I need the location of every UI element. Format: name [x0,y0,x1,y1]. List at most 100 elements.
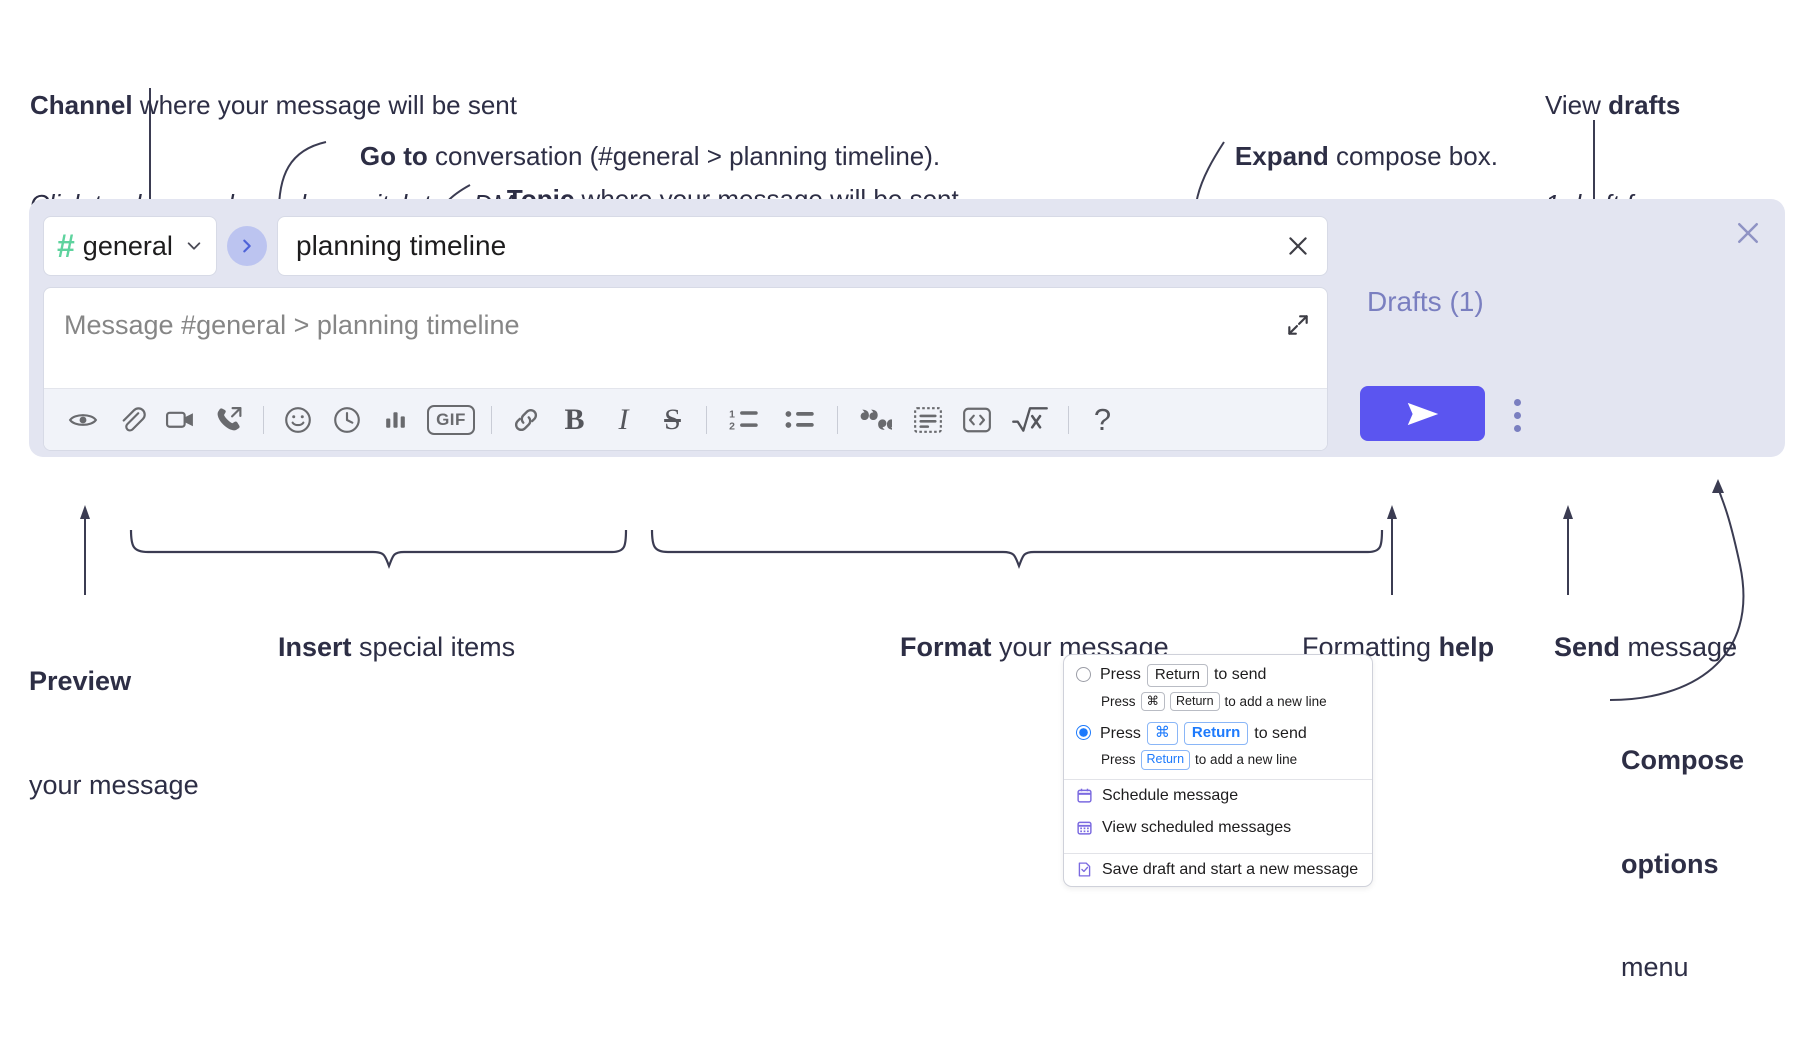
menu-item-schedule-message-label: Schedule message [1102,786,1239,804]
compose-widget: # general planning timeline M [29,199,1785,457]
message-input-box[interactable]: Message #general > planning timeline [43,287,1328,451]
send-button[interactable] [1360,386,1485,441]
link-icon[interactable] [501,395,550,444]
annotation-preview-rest: your message [29,769,199,800]
code-icon[interactable] [952,395,1001,444]
bold-icon[interactable]: B [550,395,599,444]
label-press: Press [1101,694,1136,710]
annotation-insert-rest: special items [351,631,516,662]
close-icon[interactable] [1285,233,1311,259]
compose-options-menu: Press Return to send Press ⌘ Return to a… [1063,654,1373,887]
emoji-icon[interactable] [273,395,322,444]
bold-label: B [564,402,585,436]
kebab-dot-2 [1513,411,1521,419]
send-option-return-line1: Press Return to send [1100,664,1360,687]
label-to-send: to send [1213,666,1267,684]
label-press: Press [1100,724,1141,742]
help-icon[interactable]: ? [1078,395,1127,444]
poll-icon[interactable] [371,395,420,444]
go-to-conversation-button[interactable] [227,226,267,266]
topic-value: planning timeline [296,230,507,261]
annotation-preview: Preview your message [29,595,199,871]
key-return: Return [1183,722,1249,746]
strikethrough-icon[interactable]: S [648,395,697,444]
divider-3 [706,405,707,434]
send-option-return-line2: Press ⌘ Return to add a new line [1100,691,1360,712]
annotation-expand: Expand compose box. [1206,107,1498,207]
save-draft-icon [1076,861,1093,878]
menu-item-save-draft[interactable]: Save draft and start a new message [1064,854,1372,886]
message-placeholder: Message #general > planning timeline [64,310,520,340]
key-command: ⌘ [1146,722,1178,746]
annotation-goto: Go to conversation (#general > planning … [331,107,940,207]
radio-cmd-return[interactable] [1076,725,1091,741]
annotation-insert-bold: Insert [278,631,352,662]
topic-input[interactable]: planning timeline [277,216,1328,276]
code-block-icon[interactable] [903,395,952,444]
bulleted-list-icon[interactable] [772,395,828,444]
strike-label: S [664,402,681,436]
attach-icon[interactable] [107,395,156,444]
blockquote-icon[interactable] [847,395,903,444]
compose-main-column: # general planning timeline M [43,215,1328,451]
send-option-cmd-return-line2: Press Return to add a new line [1100,750,1360,770]
send-option-cmd-return[interactable]: Press ⌘ Return to send Press Return to a… [1064,711,1372,770]
drafts-link[interactable]: Drafts (1) [1367,286,1484,317]
key-return: Return [1170,691,1220,712]
annotation-preview-bold: Preview [29,666,132,697]
radio-return[interactable] [1076,667,1091,682]
annotation-drafts-plain: View [1545,89,1609,120]
screenshot-root: Channel where your message will be sent … [29,88,1785,982]
annotation-compose-options-rest: menu [1621,952,1689,983]
compose-right-pane: Drafts (1) [1340,199,1785,457]
annotation-compose-options: Compose options menu [1621,674,1744,1054]
menu-divider-2 [1064,852,1372,854]
italic-icon[interactable]: I [599,395,648,444]
annotation-send-bold: Send [1554,631,1621,662]
channel-selector[interactable]: # general [43,216,217,276]
math-icon[interactable] [1001,395,1059,444]
audio-icon[interactable] [205,395,254,444]
channel-name: general [82,230,173,261]
preview-icon[interactable] [58,395,107,444]
chevron-right-icon [243,239,251,253]
send-option-cmd-return-line1: Press ⌘ Return to send [1100,722,1360,746]
close-icon[interactable] [1733,218,1763,248]
calendar-icon [1076,787,1093,804]
schedule-icon[interactable] [322,395,371,444]
menu-item-view-scheduled[interactable]: View scheduled messages [1064,812,1372,844]
hash-icon: # [57,228,75,264]
annotation-expand-rest: compose box. [1328,141,1498,172]
svg-text:1: 1 [729,409,735,420]
annotation-compose-options-bold2: options [1621,848,1719,879]
annotation-goto-bold: Go to [359,141,428,172]
calendar-grid-icon [1076,819,1093,836]
label-new-line: to add a new line [1224,694,1327,710]
divider-1 [263,405,264,434]
annotation-help-bold: help [1438,631,1495,662]
compose-options-button[interactable] [1506,393,1528,437]
svg-text:2: 2 [729,421,735,432]
formatting-toolbar: GIF B I S [44,388,1327,450]
divider-5 [1068,405,1069,434]
key-return: Return [1146,664,1208,687]
label-press: Press [1100,666,1141,684]
annotation-drafts-bold: drafts [1608,89,1681,120]
send-option-return[interactable]: Press Return to send Press ⌘ Return to a… [1064,655,1372,712]
gif-icon[interactable]: GIF [420,395,482,444]
compose-header-row: # general planning timeline [43,215,1328,277]
expand-icon[interactable] [1285,312,1311,338]
key-return: Return [1140,750,1191,770]
kebab-dot-1 [1513,398,1521,406]
help-label: ? [1093,401,1112,437]
annotation-insert: Insert special items [248,595,515,699]
annotation-send: Send message [1524,595,1737,699]
key-command: ⌘ [1140,691,1166,712]
menu-item-view-scheduled-label: View scheduled messages [1102,818,1292,836]
annotation-goto-rest: conversation (#general > planning timeli… [427,141,941,172]
menu-item-save-draft-label: Save draft and start a new message [1102,860,1359,878]
annotation-channel-bold: Channel [30,89,133,120]
video-icon[interactable] [156,395,205,444]
menu-item-schedule-message[interactable]: Schedule message [1064,780,1372,812]
